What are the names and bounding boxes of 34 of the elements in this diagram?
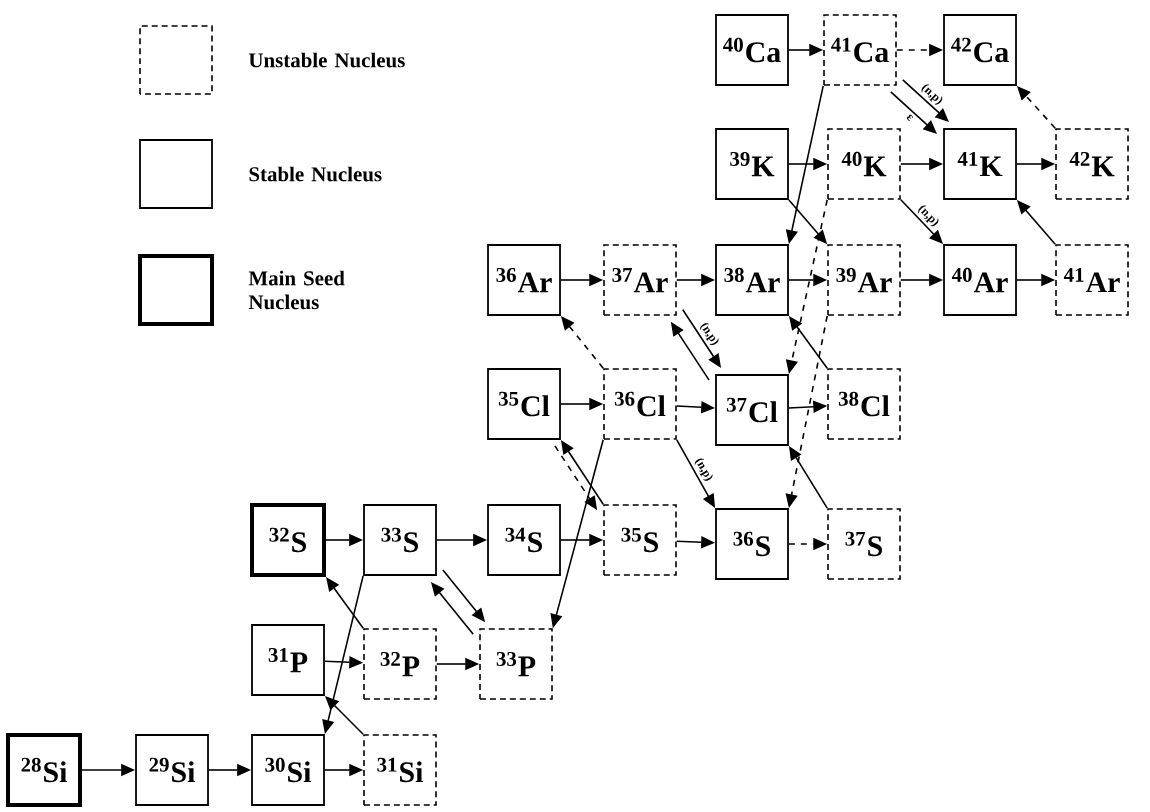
legend-label: Unstable Nucleus: [248, 52, 405, 68]
nucleus-box: $^{30}$Si: [251, 734, 325, 806]
nucleus-box: $^{41}$Ca: [823, 14, 897, 86]
arrow: [326, 577, 364, 629]
nucleus-box: $^{34}$S: [487, 504, 561, 576]
nucleus-box: $^{41}$Ar: [1055, 244, 1129, 316]
nucleus-box: $^{35}$Cl: [487, 368, 561, 440]
nucleus-box: $^{36}$Ar: [487, 244, 561, 316]
nucleus-box: $^{36}$Cl: [603, 368, 677, 440]
nucleus-box: $^{28}$Si: [6, 733, 82, 807]
nucleus-box: $^{37}$Cl: [715, 374, 789, 446]
nucleus-box: $^{32}$S: [250, 503, 326, 577]
nucleus-box: $^{39}$Ar: [827, 244, 901, 316]
nucleus-box: $^{40}$Ca: [715, 14, 789, 86]
nucleus-box: $^{37}$Ar: [603, 244, 677, 316]
nucleus-box: $^{31}$P: [251, 624, 325, 696]
nucleus-box: $^{31}$Si: [363, 734, 437, 806]
legend-label: Main Seed Nucleus: [248, 270, 345, 310]
nucleus-box: $^{33}$S: [363, 504, 437, 576]
nucleus-box: $^{38}$Ar: [715, 244, 789, 316]
nucleus-box: $^{36}$S: [715, 508, 789, 580]
nucleus-box: $^{29}$Si: [135, 734, 209, 806]
nucleus-box: $^{37}$S: [827, 508, 901, 580]
nucleus-box: $^{39}$K: [715, 128, 789, 200]
nucleus-box: $^{41}$K: [943, 128, 1017, 200]
nucleus-box: $^{33}$P: [479, 628, 553, 700]
nucleus-box: $^{38}$Cl: [827, 368, 901, 440]
nucleus-box: $^{35}$S: [603, 504, 677, 576]
nucleus-box: $^{42}$Ca: [943, 14, 1017, 86]
nucleus-box: $^{40}$Ar: [943, 244, 1017, 316]
nucleus-box: $^{42}$K: [1055, 128, 1129, 200]
nucleus-box: $^{32}$P: [363, 628, 437, 700]
legend-label: Stable Nucleus: [249, 166, 382, 182]
nucleus-box: $^{40}$K: [827, 128, 901, 200]
